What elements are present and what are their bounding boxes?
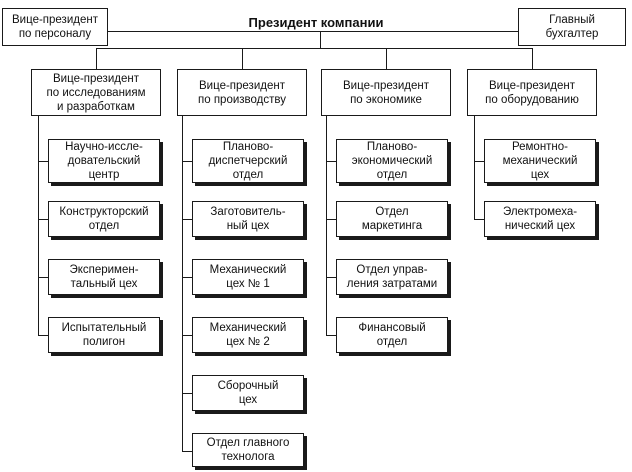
production-tick-6 [182,451,192,452]
production-unit-assembly-shop: Сборочный цех [192,375,304,411]
production-unit-blank-shop: Заготовитель- ный цех [192,201,304,237]
economics-tick-1 [326,161,336,162]
rnd-tick-3 [38,277,48,278]
production-tick-4 [182,335,192,336]
economics-unit-finance: Финансовый отдел [336,317,448,353]
rnd-spine-line [38,116,39,335]
rnd-unit-research-center: Научно-иссле- довательский центр [48,139,160,183]
economics-unit-marketing: Отдел маркетинга [336,201,448,237]
equipment-unit-repair-shop: Ремонтно- механический цех [484,139,596,183]
rnd-unit-experimental-shop: Эксперимен- тальный цех [48,259,160,295]
equipment-tick-2 [474,219,484,220]
vp-personnel-box: Вице-президент по персоналу [2,8,108,46]
equipment-unit-electromech-shop: Электромеха- нический цех [484,201,596,237]
economics-tick-3 [326,277,336,278]
economics-unit-planning-econ: Планово- экономический отдел [336,139,448,183]
equipment-tick-1 [474,161,484,162]
vp-horizontal-line [96,48,532,49]
production-unit-planning-dispatch: Планово- диспетчерский отдел [192,139,304,183]
production-unit-chief-technologist: Отдел главного технолога [192,433,304,467]
vp-production-box: Вице-президент по производству [177,69,307,116]
vp-rnd-box: Вице-президент по исследованиям и разраб… [31,69,161,116]
production-tick-2 [182,219,192,220]
rnd-unit-design-dept: Конструкторский отдел [48,201,160,237]
vp-economics-drop-line [386,48,387,69]
rnd-tick-4 [38,335,48,336]
rnd-tick-2 [38,219,48,220]
president-title: Президент компании [248,15,384,30]
economics-unit-cost-management: Отдел управ- ления затратами [336,259,448,295]
production-tick-3 [182,277,192,278]
production-tick-5 [182,393,192,394]
vp-equipment-drop-line [532,48,533,69]
production-unit-mech-shop-1: Механический цех № 1 [192,259,304,295]
chief-accountant-box: Главный бухгалтер [518,8,626,46]
top-connector-line [108,31,518,32]
vp-production-drop-line [242,48,243,69]
economics-spine-line [326,116,327,335]
president-drop-line [320,32,321,49]
vp-equipment-box: Вице-президент по оборудованию [467,69,597,116]
rnd-unit-test-ground: Испытательный полигон [48,317,160,353]
economics-tick-2 [326,219,336,220]
production-unit-mech-shop-2: Механический цех № 2 [192,317,304,353]
equipment-spine-line [474,116,475,219]
economics-tick-4 [326,335,336,336]
vp-rnd-drop-line [96,48,97,69]
production-tick-1 [182,161,192,162]
production-spine-line [182,116,183,451]
vp-economics-box: Вице-президент по экономике [321,69,451,116]
rnd-tick-1 [38,161,48,162]
